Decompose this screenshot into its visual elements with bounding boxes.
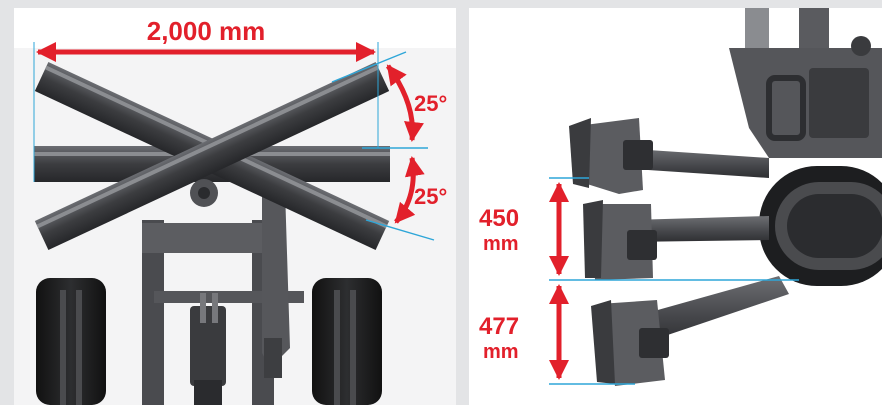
- angle-guide-up: [331, 51, 407, 83]
- right-track-tire: [312, 278, 382, 405]
- angle-up-label: 25°: [414, 91, 447, 116]
- blade-arm-raised: [569, 118, 769, 194]
- blade-arm-lowered: [591, 276, 789, 386]
- blade-lift-panel: 450 mm 477 mm: [469, 8, 882, 405]
- angle-guide-down: [365, 219, 435, 241]
- angle-down-label: 25°: [414, 184, 447, 209]
- machine-frame: [142, 158, 304, 405]
- crawler-track: [759, 166, 882, 286]
- blade-lift-diagram: 450 mm 477 mm: [469, 8, 882, 405]
- blade-angle-diagram: 2,000 mm 25° 25°: [14, 16, 456, 405]
- left-track-tire: [36, 278, 106, 405]
- lift-value: 450: [479, 205, 519, 232]
- angle-arc-up: [385, 64, 424, 142]
- angle-arc-down: [394, 156, 425, 224]
- drop-unit: mm: [483, 341, 519, 363]
- blade-tilted-left: [34, 62, 390, 250]
- width-label: 2,000 mm: [147, 16, 266, 46]
- machine-body: [729, 8, 882, 158]
- pivot-pin: [198, 187, 210, 199]
- drop-value: 477: [479, 313, 519, 340]
- blade-angle-panel: 2,000 mm 25° 25°: [14, 8, 456, 405]
- lift-unit: mm: [483, 233, 519, 255]
- blade-arm-neutral: [583, 200, 769, 280]
